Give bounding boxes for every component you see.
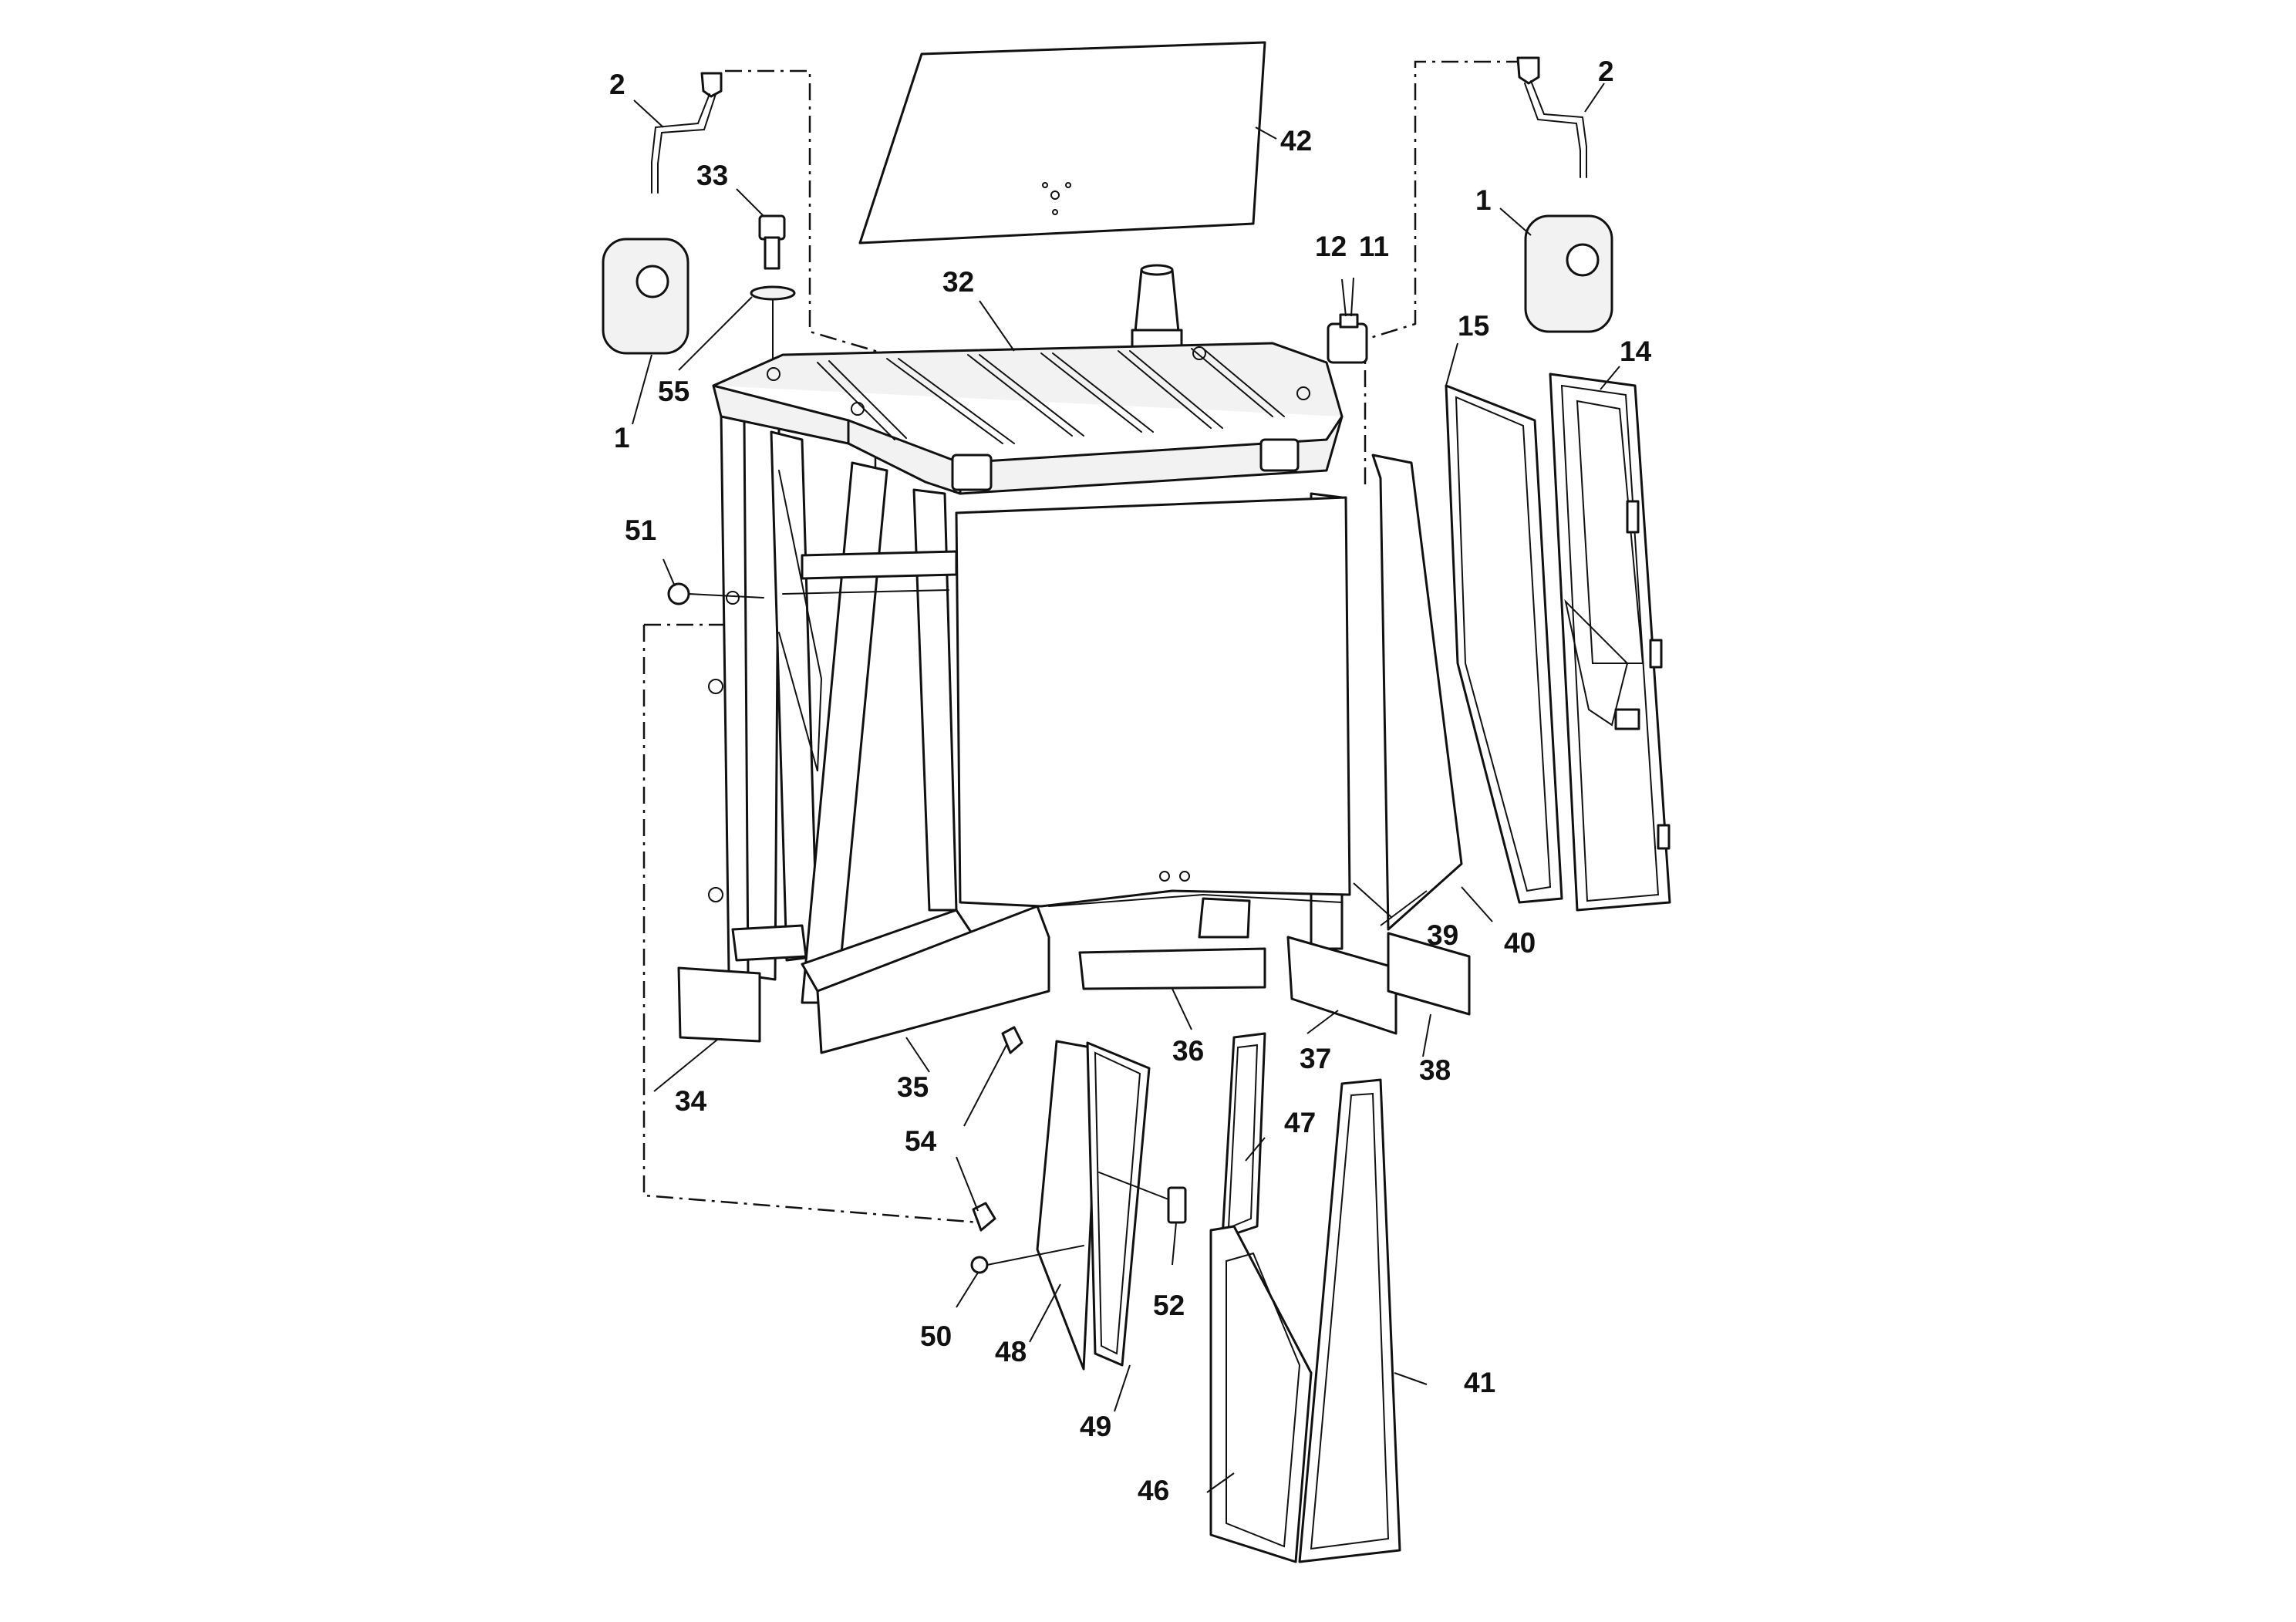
callout-40: 40: [1504, 927, 1536, 959]
right-door-assembly: [1371, 373, 1671, 931]
callout-2-left: 2: [609, 69, 625, 100]
mirror-head-right: [1524, 214, 1613, 333]
panel-37: [1286, 936, 1397, 1035]
callout-52: 52: [1153, 1290, 1185, 1321]
callout-15: 15: [1458, 310, 1489, 342]
leader-lines: [632, 83, 1620, 1493]
panel-46: [1209, 1225, 1313, 1563]
panel-48: [1036, 1040, 1101, 1371]
panel-36: [1078, 947, 1266, 990]
mirror-right: [1516, 56, 1613, 333]
callout-50: 50: [920, 1320, 952, 1352]
hinge-51: [667, 582, 764, 605]
seal-47: [1221, 1032, 1266, 1239]
seal-15: [1445, 384, 1563, 904]
callout-1-right: 1: [1475, 184, 1492, 216]
lower-left-door: [970, 1026, 1187, 1371]
callout-48: 48: [995, 1336, 1027, 1367]
work-light: [1327, 313, 1368, 364]
callout-49: 49: [1080, 1411, 1111, 1442]
bolt-and-washer: [750, 214, 796, 371]
callout-1-left: 1: [614, 422, 630, 454]
panel-34: [677, 966, 761, 1043]
callout-51: 51: [625, 514, 656, 546]
callout-42: 42: [1280, 125, 1312, 157]
callout-54: 54: [905, 1125, 937, 1157]
panel-41: [1298, 1078, 1401, 1563]
callout-55: 55: [658, 376, 689, 407]
beacon: [1131, 264, 1183, 351]
callout-37: 37: [1300, 1043, 1331, 1074]
front-glass: [858, 41, 1266, 244]
door-49: [1086, 1041, 1151, 1367]
callout-32: 32: [942, 266, 974, 298]
panel-39: [1371, 454, 1463, 931]
callout-47: 47: [1284, 1107, 1316, 1138]
callout-35: 35: [897, 1071, 929, 1103]
lower-right-panels: [1209, 1032, 1401, 1563]
callout-41: 41: [1464, 1367, 1495, 1398]
cab-frame: [667, 342, 1351, 1004]
callout-33: 33: [696, 160, 728, 191]
mirror-left: [602, 72, 723, 355]
callout-36: 36: [1172, 1035, 1204, 1067]
bottom-panels: [677, 905, 1471, 1054]
callout-46: 46: [1138, 1475, 1169, 1506]
callout-labels: 2 1 2 1 33 55 42 12 11 32 15 14 51 39 40…: [609, 56, 1652, 1506]
callout-12: 12: [1315, 231, 1347, 262]
panel-38: [1387, 932, 1471, 1016]
panel-35: [816, 905, 1050, 1054]
callout-38: 38: [1419, 1054, 1451, 1086]
callout-39: 39: [1427, 919, 1458, 951]
callout-11: 11: [1359, 231, 1389, 262]
callout-2-right: 2: [1598, 56, 1614, 87]
callout-34: 34: [675, 1085, 707, 1117]
callout-14: 14: [1620, 336, 1652, 367]
